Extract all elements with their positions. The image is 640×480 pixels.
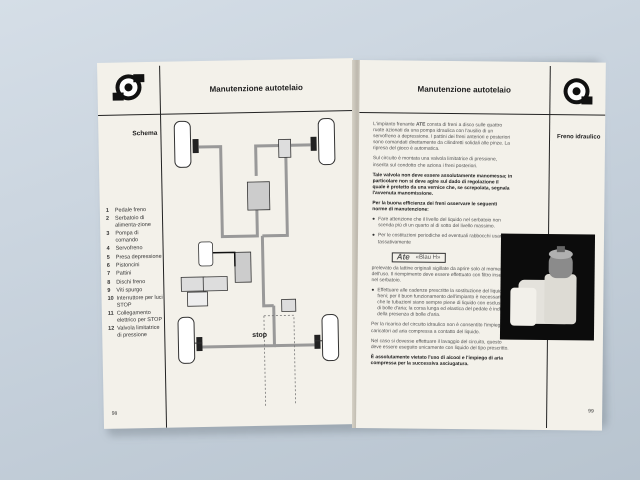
header-rule	[359, 112, 606, 116]
brake-fluid-reservoir-photo	[499, 233, 596, 341]
bullet-item: ●Effettuare alle cadenze prescritte la s…	[371, 288, 510, 319]
page-title: Manutenzione autotelaio	[417, 84, 511, 95]
ate-fluid-badge: Ate«Blau H»	[391, 251, 446, 263]
brake-disc-logo-icon	[563, 78, 593, 105]
paragraph: Sul circuito è montata una valvola limit…	[372, 156, 498, 169]
body-text: L'impianto frenante ATE consta di freni …	[371, 122, 514, 372]
paragraph: Nel caso si dovesse effettuare il lavagg…	[370, 338, 509, 352]
brake-disc-logo-icon	[112, 74, 145, 101]
page-number: 99	[588, 408, 594, 415]
brake-system-diagram	[173, 118, 340, 406]
bullet-item: ●Per le costituzioni periodiche ed event…	[371, 233, 505, 246]
paragraph: Per la ricarica del circuito idraulico n…	[370, 322, 509, 335]
page-title: Manutenzione autotelaio	[209, 83, 303, 94]
right-page: Manutenzione autotelaio Freno idraulico …	[356, 60, 606, 431]
stop-label: stop	[252, 331, 268, 340]
section-label: Schema	[132, 129, 158, 138]
paragraph: Per la buona efficienza dei freni osserv…	[372, 201, 498, 213]
paragraph: Tale valvola non deve essere assolutamen…	[372, 172, 513, 197]
paragraph: prelevato da lattine originali sigillate…	[371, 265, 509, 284]
paragraph: È assolutamente vietato l'uso di alcool …	[370, 354, 503, 368]
paragraph: L'impianto frenante ATE consta di freni …	[372, 122, 511, 153]
ate-logo: Ate	[396, 252, 410, 262]
page-number: 98	[111, 410, 118, 417]
bullet-item: ●Fare attenzione che il livello del liqu…	[372, 217, 501, 230]
section-label: Freno idraulico	[557, 134, 601, 141]
